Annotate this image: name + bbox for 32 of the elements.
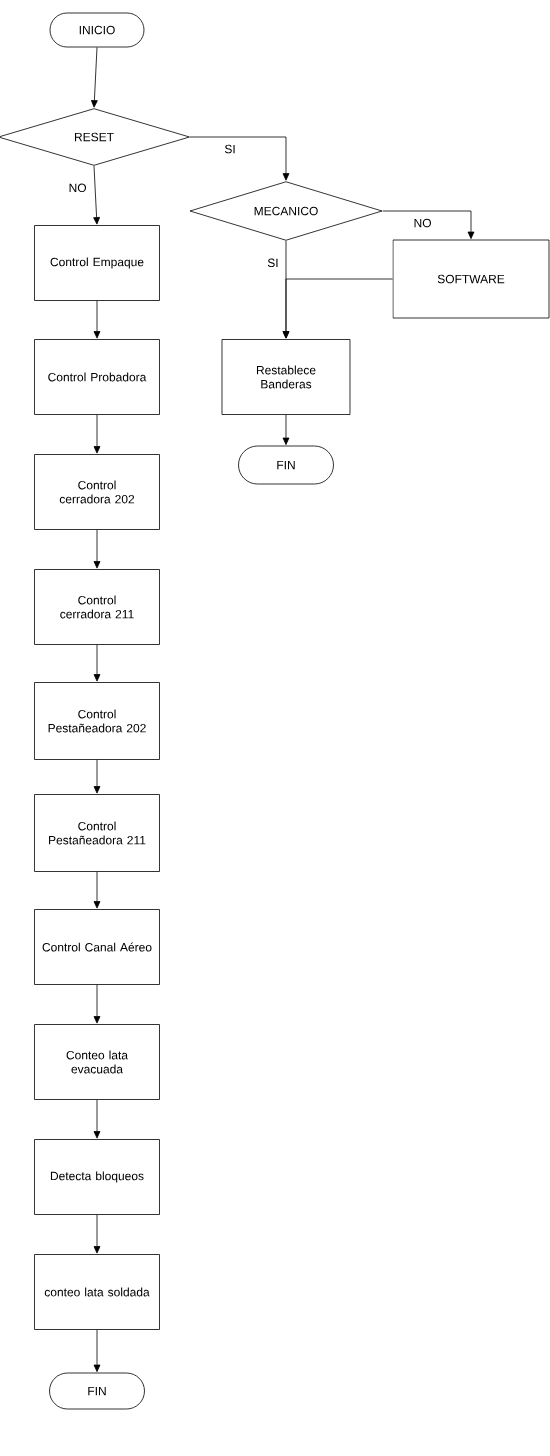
arrow (93, 529, 101, 569)
arrow (93, 759, 101, 794)
process-box: Control Pestañeadora 202 (34, 682, 160, 760)
process-box: conteo lata soldada (34, 1254, 160, 1330)
edge-label: SI (266, 257, 280, 269)
process-box: Detecta bloqueos (34, 1139, 160, 1215)
arrow (382, 210, 475, 239)
arrow (93, 644, 101, 682)
edge-label: NO (67, 182, 88, 194)
process-box: Control cerradora 202 (34, 454, 160, 530)
arrow (93, 165, 100, 225)
arrow (93, 984, 101, 1024)
arrow (282, 278, 393, 339)
arrow (93, 1099, 101, 1139)
process-box: Control Pestañeadora 211 (34, 794, 160, 872)
edge-label: NO (412, 217, 433, 229)
process-box: Conteo lata evacuada (34, 1024, 160, 1100)
process-box: Control Probadora (34, 339, 160, 415)
arrow (93, 300, 101, 339)
arrow (93, 414, 101, 454)
arrow (93, 1329, 101, 1372)
arrow (189, 136, 290, 181)
process-box: Control Empaque (34, 225, 160, 301)
arrow (93, 871, 101, 909)
process-box: Control cerradora 211 (34, 569, 160, 645)
arrow (91, 47, 98, 108)
arrow (282, 414, 290, 445)
edge-label: SI (223, 143, 237, 155)
arrow (93, 1214, 101, 1254)
process-box: Control Canal Aéreo (34, 909, 160, 985)
process-box: Restablece Banderas (221, 339, 351, 415)
process-box: SOFTWARE (392, 239, 550, 319)
